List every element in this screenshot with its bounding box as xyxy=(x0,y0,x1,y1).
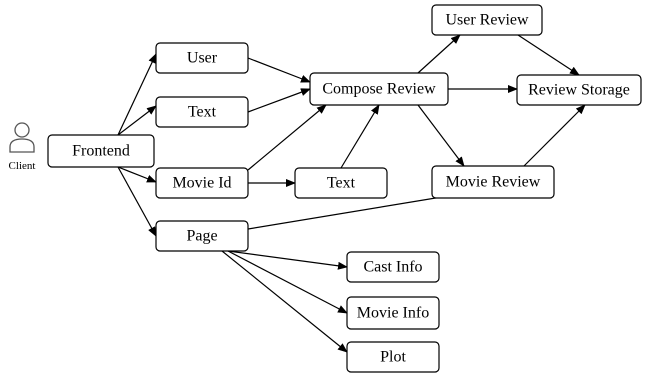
node-frontend-label: Frontend xyxy=(72,143,130,160)
node-page-label: Page xyxy=(186,228,217,245)
node-movie-info-label: Movie Info xyxy=(357,305,429,322)
node-movie-review: Movie Review xyxy=(431,165,555,199)
edge-frontend-to-page xyxy=(117,166,157,237)
client-label: Client xyxy=(9,160,36,172)
edge-page-to-cast-info xyxy=(227,250,348,270)
node-movie-review-label: Movie Review xyxy=(446,174,541,191)
edge-text2-to-compose-review xyxy=(340,104,380,169)
node-plot: Plot xyxy=(346,341,440,373)
edge-frontend-to-user xyxy=(117,53,157,136)
node-movie-info: Movie Info xyxy=(346,296,440,330)
node-page: Page xyxy=(155,220,249,252)
node-plot-label: Plot xyxy=(380,349,406,366)
node-text-label: Text xyxy=(188,104,217,121)
node-review-storage: Review Storage xyxy=(516,74,642,106)
node-user-label: User xyxy=(187,50,218,67)
edge-page-to-movie-info xyxy=(227,250,348,314)
node-text-2: Text xyxy=(294,167,388,199)
node-compose-review: Compose Review xyxy=(309,72,449,106)
node-cast-info-label: Cast Info xyxy=(363,259,422,276)
node-movie-id: Movie Id xyxy=(155,167,249,199)
edge-compose-review-to-user-review xyxy=(417,34,461,74)
edge-user-review-to-review-storage xyxy=(517,34,580,76)
edge-user-to-compose-review xyxy=(247,57,311,83)
edge-movie-review-to-review-storage xyxy=(523,104,586,167)
node-review-storage-label: Review Storage xyxy=(528,82,630,99)
edge-compose-review-to-movie-review xyxy=(417,104,465,167)
node-compose-review-label: Compose Review xyxy=(322,81,436,98)
edge-text-to-compose-review xyxy=(247,88,311,113)
node-cast-info: Cast Info xyxy=(346,251,440,283)
node-text-2-label: Text xyxy=(327,175,356,192)
edges-layer xyxy=(117,34,586,353)
edge-page-to-plot xyxy=(221,250,348,353)
edge-frontend-to-movie-id xyxy=(117,166,157,183)
edge-movie-id-to-compose-review xyxy=(247,104,327,171)
node-user: User xyxy=(155,42,249,74)
node-user-review: User Review xyxy=(431,4,543,36)
edge-frontend-to-text xyxy=(117,105,157,136)
node-text: Text xyxy=(155,96,249,128)
edge-page-to-movie-review xyxy=(247,190,467,230)
client-actor: Client xyxy=(9,122,36,172)
node-user-review-label: User Review xyxy=(445,12,529,29)
person-icon xyxy=(9,122,35,153)
node-frontend: Frontend xyxy=(47,134,155,168)
node-movie-id-label: Movie Id xyxy=(172,175,231,192)
